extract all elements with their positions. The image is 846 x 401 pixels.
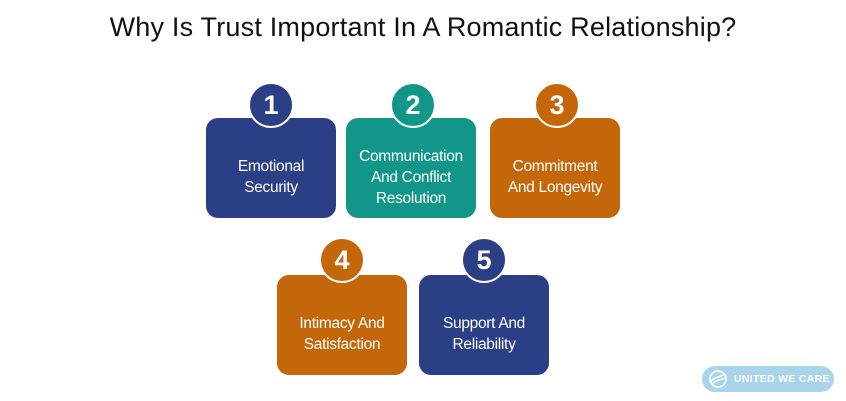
logo-text: UNITED WE CARE	[734, 373, 830, 385]
card-label: Communication And Conflict Resolution	[359, 146, 463, 209]
number-badge-3: 3	[534, 82, 580, 128]
card-commitment: Commitment And Longevity	[490, 118, 620, 218]
card-label-line: Support And	[442, 315, 526, 332]
card-label-line: Reliability	[452, 336, 516, 353]
globe-logo-icon	[709, 370, 727, 388]
card-label-line: Commitment	[512, 158, 598, 175]
card-support: Support And Reliability	[419, 275, 549, 375]
card-intimacy: Intimacy And Satisfaction	[277, 275, 407, 375]
card-label-line: Security	[244, 179, 298, 196]
united-we-care-logo: UNITED WE CARE	[702, 366, 834, 392]
card-label-line: Emotional	[237, 158, 305, 175]
card-label: Commitment And Longevity	[507, 156, 603, 198]
card-communication: Communication And Conflict Resolution	[346, 118, 476, 218]
page-title: Why Is Trust Important In A Romantic Rel…	[109, 12, 737, 42]
number-badge-1: 1	[248, 82, 294, 128]
card-label: Emotional Security	[237, 156, 305, 198]
number-badge-2: 2	[390, 82, 436, 128]
number-badge-5: 5	[461, 237, 507, 283]
card-label-line: Satisfaction	[303, 336, 381, 353]
card-label-line: And Longevity	[507, 179, 603, 196]
card-label-line: Communication	[359, 147, 463, 165]
card-emotional-security: Emotional Security	[206, 118, 336, 218]
card-label-line: Intimacy And	[299, 315, 385, 332]
card-label: Support And Reliability	[443, 313, 525, 355]
number-badge-4: 4	[319, 237, 365, 283]
card-label-line: And Conflict	[371, 168, 451, 186]
card-label-line: Resolution	[375, 189, 447, 207]
card-label: Intimacy And Satisfaction	[299, 313, 384, 355]
